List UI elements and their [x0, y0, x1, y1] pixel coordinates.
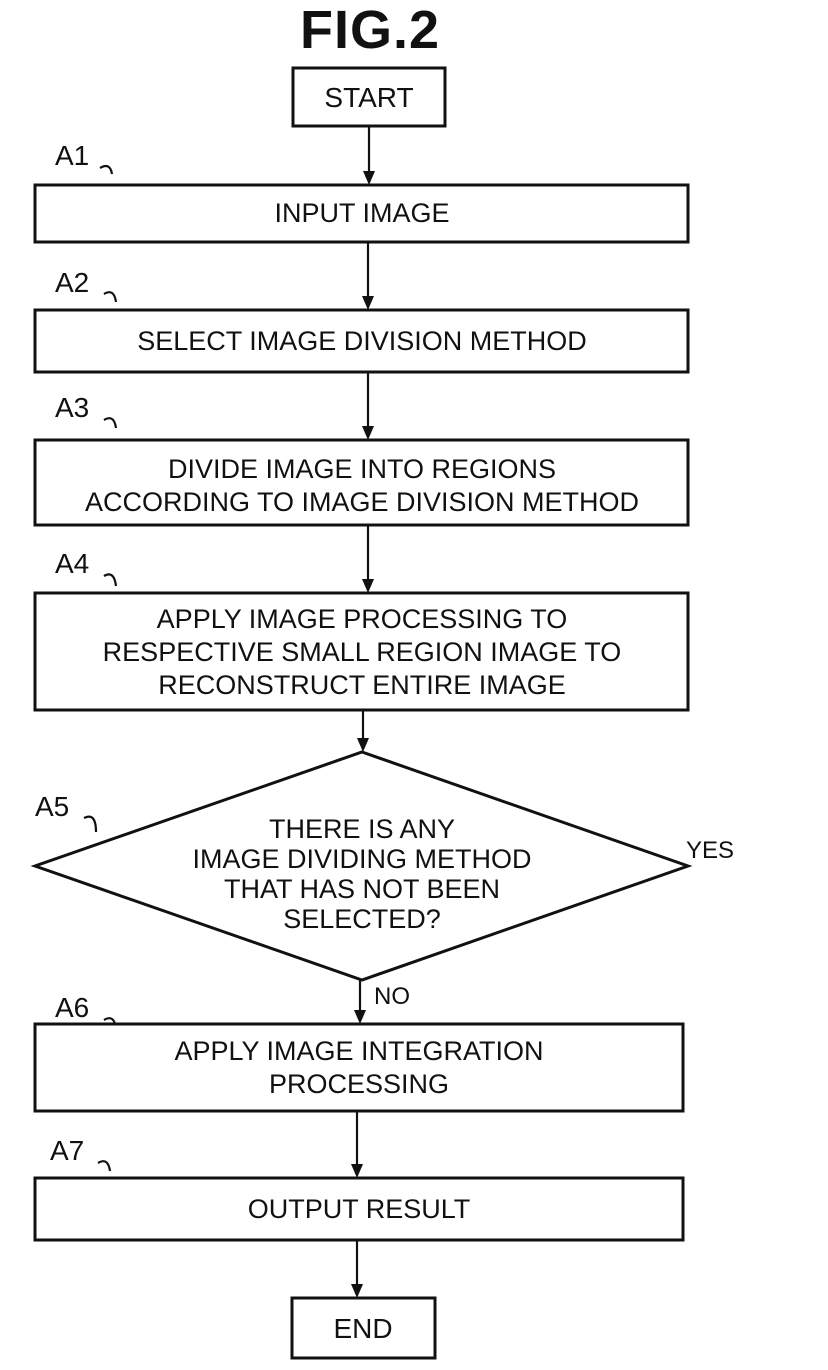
step-a2-text: SELECT IMAGE DIVISION METHOD	[137, 326, 587, 356]
step-a3-leader	[103, 417, 118, 429]
start-terminal: START	[291, 66, 447, 128]
step-a4-line-3: RECONSTRUCT ENTIRE IMAGE	[158, 670, 566, 700]
step-a7: A7 OUTPUT RESULT	[33, 1135, 685, 1242]
step-a3-line-1: DIVIDE IMAGE INTO REGIONS	[168, 454, 556, 484]
step-a4-id: A4	[55, 548, 89, 579]
step-a1-id: A1	[55, 140, 89, 171]
start-label: START	[324, 82, 413, 113]
decision-diamond	[30, 750, 693, 982]
connectors	[351, 126, 375, 1298]
step-a3-line-2: ACCORDING TO IMAGE DIVISION METHOD	[85, 487, 639, 517]
arrowhead-a7-to-end	[351, 1284, 363, 1298]
step-a5-decision: A5 THERE IS ANY IMAGE DIVIDING METHOD TH…	[30, 750, 734, 1010]
step-a6-line-2: PROCESSING	[269, 1069, 449, 1099]
step-a5-line-4: SELECTED?	[283, 904, 441, 934]
step-a4: A4 APPLY IMAGE PROCESSING TO RESPECTIVE …	[33, 548, 690, 712]
step-a1-text: INPUT IMAGE	[274, 198, 449, 228]
step-a7-text: OUTPUT RESULT	[248, 1194, 471, 1224]
step-a3-id: A3	[55, 392, 89, 423]
arrowhead-a5-to-a6	[354, 1010, 366, 1024]
arrowhead-a3-to-a4	[362, 579, 374, 593]
step-a5-line-3: THAT HAS NOT BEEN	[224, 874, 500, 904]
step-a5-leader	[83, 815, 98, 833]
step-a1: A1 INPUT IMAGE	[33, 140, 690, 244]
step-a7-id: A7	[50, 1135, 84, 1166]
arrowhead-a4-to-a5	[357, 738, 369, 752]
end-label: END	[333, 1313, 392, 1344]
step-a3: A3 DIVIDE IMAGE INTO REGIONS ACCORDING T…	[33, 392, 690, 527]
end-terminal: END	[290, 1296, 437, 1360]
step-a2-id: A2	[55, 267, 89, 298]
branch-no-label: NO	[374, 983, 410, 1010]
step-a2: A2 SELECT IMAGE DIVISION METHOD	[33, 267, 690, 374]
arrowhead-a2-to-a3	[362, 426, 374, 440]
step-a1-leader	[99, 164, 114, 175]
arrowhead-a6-to-a7	[351, 1164, 363, 1178]
arrowhead-start-to-a1	[363, 171, 375, 185]
step-a4-line-2: RESPECTIVE SMALL REGION IMAGE TO	[103, 637, 622, 667]
arrowhead-a1-to-a2	[362, 296, 374, 310]
step-a2-leader	[103, 291, 118, 303]
step-a6: A6 APPLY IMAGE INTEGRATION PROCESSING	[33, 992, 685, 1113]
branch-yes-label: YES	[686, 837, 734, 864]
step-a7-leader	[97, 1160, 112, 1172]
step-a5-line-1: THERE IS ANY	[269, 814, 455, 844]
step-a4-leader	[103, 573, 118, 587]
figure-title: FIG.2	[299, 0, 441, 60]
step-a5-id: A5	[35, 791, 69, 822]
step-a5-line-2: IMAGE DIVIDING METHOD	[192, 844, 531, 874]
step-a6-line-1: APPLY IMAGE INTEGRATION	[174, 1036, 543, 1066]
nodes: START A1 INPUT IMAGE A2 SELECT IMAGE DIV…	[30, 66, 734, 1360]
step-a4-line-1: APPLY IMAGE PROCESSING TO	[157, 604, 568, 634]
step-a6-id: A6	[55, 992, 89, 1023]
